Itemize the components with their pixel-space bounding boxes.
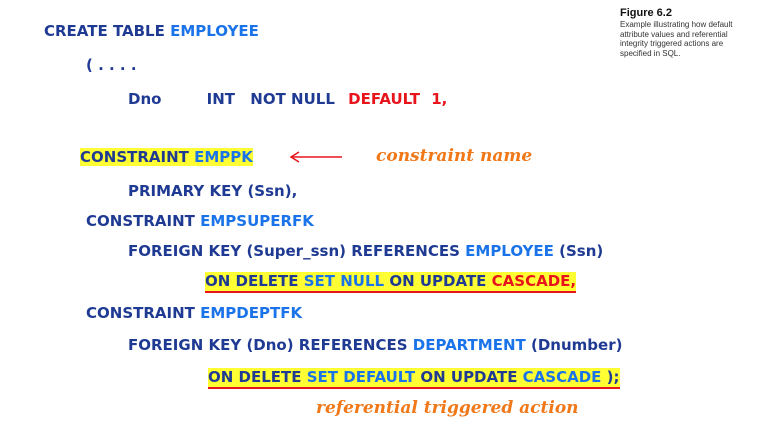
constraint-name-highlight: CONSTRAINT EMPPK — [80, 148, 253, 166]
column-type: INT — [206, 90, 236, 108]
delete-action: SET NULL — [303, 272, 385, 290]
constraint-keyword: CONSTRAINT — [80, 148, 189, 166]
code-line-constraint-empdeptfk: CONSTRAINT EMPDEPTFK — [86, 304, 302, 322]
code-line-primary-key: PRIMARY KEY (Ssn), — [128, 182, 297, 200]
code-line-constraint-emppk: CONSTRAINT EMPPK — [80, 148, 253, 166]
line-comma: , — [570, 272, 577, 290]
constraint-name: EMPSUPERFK — [200, 212, 314, 230]
constraint-name: EMPDEPTFK — [200, 304, 303, 322]
code-line-create-table: CREATE TABLE EMPLOYEE — [44, 22, 259, 40]
on-update-keyword: ON UPDATE — [389, 272, 487, 290]
code-line-constraint-empsuperfk: CONSTRAINT EMPSUPERFK — [86, 212, 314, 230]
constraint-name: EMPPK — [194, 148, 253, 166]
on-delete-keyword: ON DELETE — [205, 272, 299, 290]
update-action: CASCADE — [491, 272, 571, 290]
primary-key-keyword: PRIMARY KEY — [128, 182, 243, 200]
code-line-on-delete-set-default: ON DELETE SET DEFAULT ON UPDATE CASCADE … — [208, 368, 620, 389]
column-name: Dno — [128, 90, 162, 108]
triggered-action-highlight: ON DELETE SET NULL ON UPDATE CASCADE, — [205, 272, 577, 293]
code-line-ellipsis: ( . . . . — [86, 56, 137, 74]
table-name: EMPLOYEE — [170, 22, 259, 40]
update-action: CASCADE — [522, 368, 602, 386]
left-arrow-icon — [289, 151, 342, 163]
code-line-dno-default: Dno INT NOT NULL DEFAULT 1, — [128, 90, 447, 108]
default-keyword: DEFAULT — [348, 90, 420, 108]
foreign-key-keyword: FOREIGN KEY — [128, 336, 242, 354]
referenced-table: DEPARTMENT — [412, 336, 526, 354]
code-line-foreign-key-super: FOREIGN KEY (Super_ssn) REFERENCES EMPLO… — [128, 242, 603, 260]
constraint-name-annotation: constraint name — [376, 146, 533, 166]
triggered-action-annotation: referential triggered action — [316, 398, 579, 418]
referenced-column: (Dnumber) — [530, 336, 623, 354]
referenced-column: (Ssn) — [559, 242, 604, 260]
line-comma: , — [441, 90, 448, 108]
constraint-keyword: CONSTRAINT — [86, 212, 195, 230]
not-null-keyword: NOT NULL — [250, 90, 335, 108]
on-update-keyword: ON UPDATE — [420, 368, 518, 386]
foreign-key-keyword: FOREIGN KEY — [128, 242, 242, 260]
code-line-on-delete-set-null: ON DELETE SET NULL ON UPDATE CASCADE, — [205, 272, 577, 293]
primary-key-columns: (Ssn), — [247, 182, 298, 200]
referenced-table: EMPLOYEE — [465, 242, 554, 260]
figure-number: Figure 6.2 — [620, 7, 672, 19]
on-delete-keyword: ON DELETE — [208, 368, 302, 386]
code-line-foreign-key-dept: FOREIGN KEY (Dno) REFERENCES DEPARTMENT … — [128, 336, 622, 354]
triggered-action-highlight: ON DELETE SET DEFAULT ON UPDATE CASCADE … — [208, 368, 620, 389]
create-table-keyword: CREATE TABLE — [44, 22, 165, 40]
delete-action: SET DEFAULT — [306, 368, 416, 386]
default-value: 1 — [431, 90, 442, 108]
figure-caption: Example illustrating how default attribu… — [620, 20, 733, 58]
references-clause: (Dno) REFERENCES — [246, 336, 408, 354]
closing-paren: ); — [606, 368, 620, 386]
figure-caption-block: Figure 6.2 Example illustrating how defa… — [620, 7, 738, 58]
constraint-keyword: CONSTRAINT — [86, 304, 195, 322]
references-clause: (Super_ssn) REFERENCES — [246, 242, 460, 260]
